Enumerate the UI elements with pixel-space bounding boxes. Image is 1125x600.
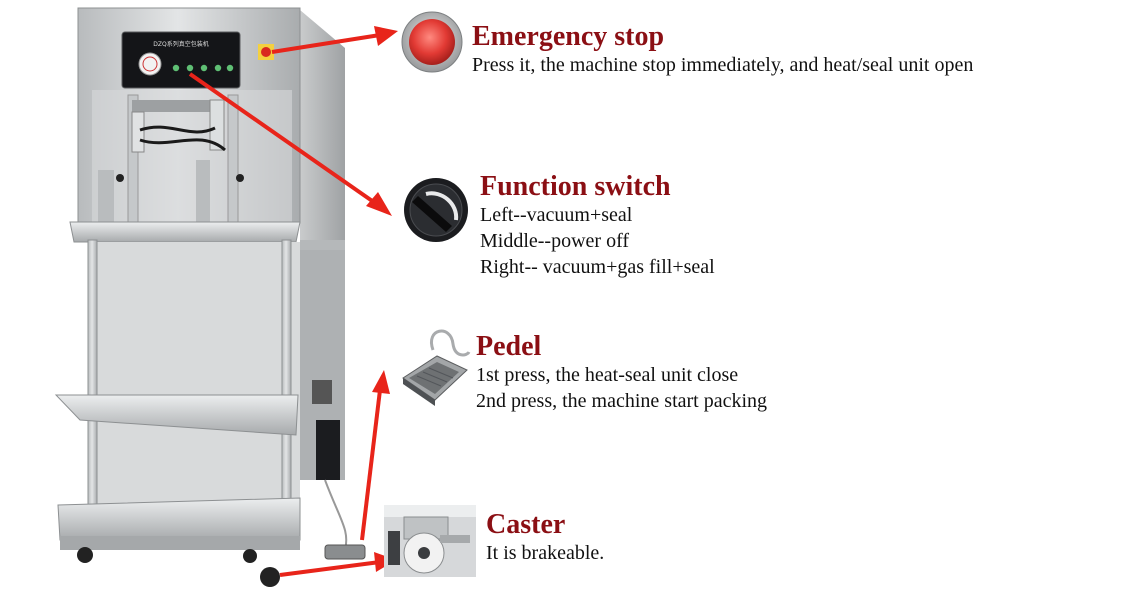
feature-line: 1st press, the heat-seal unit close bbox=[476, 364, 739, 386]
feature-pedal: Pedel 1st press, the heat-seal unit clos… bbox=[476, 332, 767, 414]
rotary-switch-icon bbox=[404, 178, 468, 242]
panel-label: DZQ系列真空包装机 bbox=[153, 40, 208, 48]
feature-title: Pedel bbox=[476, 331, 542, 362]
feature-emergency-stop: Emergency stop Press it, the machine sto… bbox=[472, 22, 973, 78]
emergency-stop-icon bbox=[401, 11, 463, 73]
feature-caster: Caster It is brakeable. bbox=[486, 510, 604, 566]
feature-title: Function switch bbox=[480, 171, 671, 202]
feature-line: Middle--power off bbox=[480, 230, 630, 252]
feature-function-switch: Function switch Left--vacuum+seal Middle… bbox=[480, 172, 715, 280]
feature-title: Emergency stop bbox=[472, 21, 665, 52]
caster-wheel-icon bbox=[384, 505, 476, 577]
foot-pedal-icon bbox=[402, 329, 471, 406]
feature-line: It is brakeable. bbox=[486, 542, 605, 564]
feature-line: Right-- vacuum+gas fill+seal bbox=[480, 256, 715, 278]
feature-line: Press it, the machine stop immediately, … bbox=[472, 54, 974, 76]
feature-line: Left--vacuum+seal bbox=[480, 204, 633, 226]
feature-title: Caster bbox=[486, 509, 566, 540]
feature-line: 2nd press, the machine start packing bbox=[476, 390, 768, 412]
